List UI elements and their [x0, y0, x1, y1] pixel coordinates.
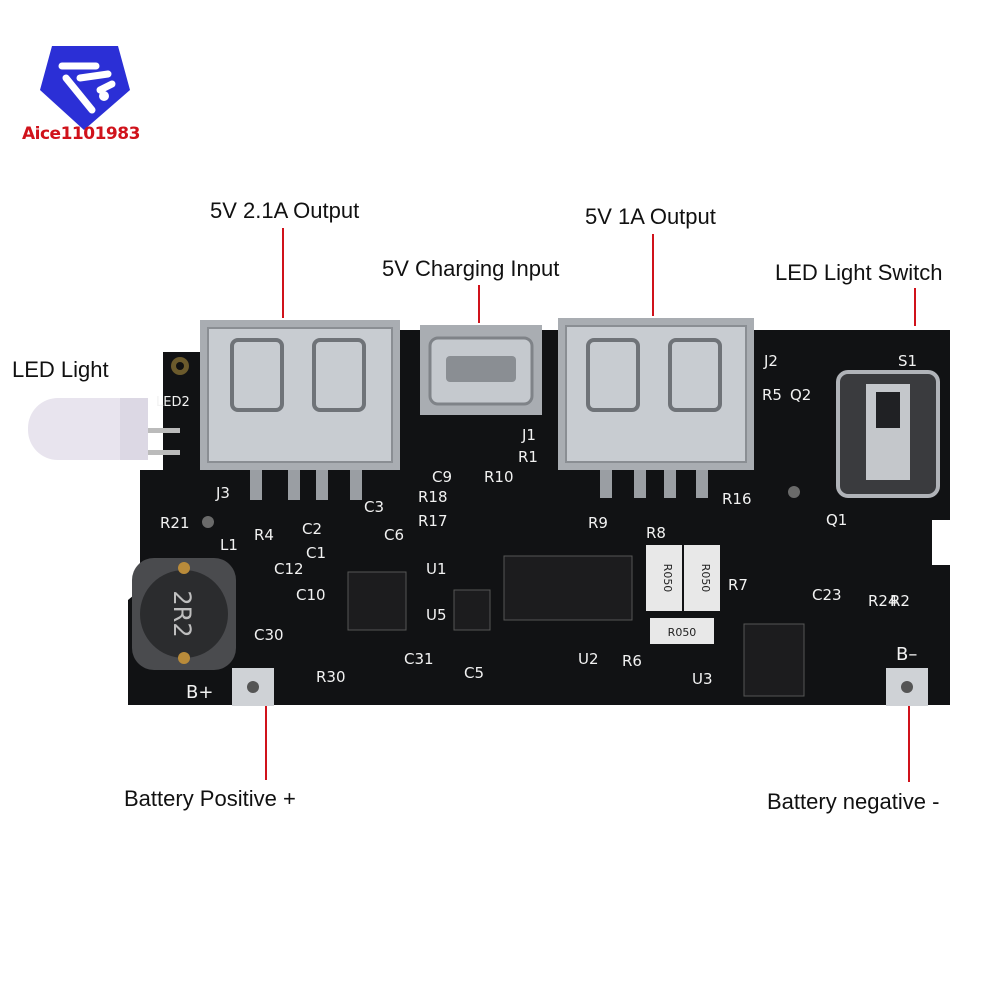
silk-c12: C12: [274, 560, 304, 578]
brand-logo-icon: [40, 46, 130, 130]
silk-r1: R1: [518, 448, 538, 466]
ic-u2: [503, 555, 633, 621]
silk-u5: U5: [426, 606, 447, 624]
usb-port-j3: [200, 320, 400, 500]
brand-logo: [22, 38, 162, 148]
silk-r17: R17: [418, 512, 448, 530]
silk-led2: LED2: [156, 395, 190, 410]
label-battery-positive: Battery Positive +: [124, 786, 296, 811]
silk-r30: R30: [316, 668, 346, 686]
mount-hole-right: [788, 486, 800, 498]
callout-line-usb-2a: [282, 228, 284, 318]
silk-c10: C10: [296, 586, 326, 604]
resistor-r6: R050: [650, 618, 714, 644]
silk-s1: S1: [898, 352, 917, 370]
silk-r7: R7: [728, 576, 748, 594]
silk-c5: C5: [464, 664, 484, 682]
callout-line-charging: [478, 285, 480, 323]
silk-c6: C6: [384, 526, 404, 544]
silk-r4: R4: [254, 526, 274, 544]
silk-bplus: B+: [186, 682, 213, 703]
silk-j1: J1: [521, 426, 536, 444]
silk-r5: R5: [762, 386, 782, 404]
silk-c31: C31: [404, 650, 434, 668]
silk-r2: R2: [890, 592, 910, 610]
silk-r10: R10: [484, 468, 514, 486]
ic-u1: [453, 589, 491, 631]
silk-u3: U3: [692, 670, 713, 688]
silk-c2: C2: [302, 520, 322, 538]
label-usb-1a-output: 5V 1A Output: [585, 204, 716, 229]
ic-u5: [347, 571, 407, 631]
label-charging-input: 5V Charging Input: [382, 256, 560, 281]
label-led-switch: LED Light Switch: [775, 260, 943, 285]
resistor-r7: R050: [684, 545, 720, 611]
svg-text:R050: R050: [661, 564, 674, 593]
silk-r8: R8: [646, 524, 666, 542]
callout-line-led-switch: [914, 288, 916, 326]
ic-u3: [743, 623, 805, 697]
label-battery-negative: Battery negative -: [767, 789, 940, 814]
callout-line-usb-1a: [652, 234, 654, 316]
silk-c9: C9: [432, 468, 452, 486]
label-led-light: LED Light: [12, 357, 109, 382]
silk-r16: R16: [722, 490, 752, 508]
usb-port-j2: [558, 318, 754, 498]
svg-text:R050: R050: [668, 626, 697, 639]
silk-r6: R6: [622, 652, 642, 670]
silk-c3: C3: [364, 498, 384, 516]
silk-r24: R24: [868, 592, 898, 610]
label-usb-2a-output: 5V 2.1A Output: [210, 198, 360, 223]
silk-r9: R9: [588, 514, 608, 532]
silk-c23: C23: [812, 586, 842, 604]
silk-q1: Q1: [826, 511, 847, 529]
silk-l1: L1: [220, 536, 238, 554]
inductor-l1: 2R2: [132, 558, 236, 670]
callout-line-battery-positive: [265, 700, 267, 780]
silk-q2: Q2: [790, 386, 811, 404]
led-light: [28, 398, 180, 460]
silk-j2: J2: [763, 352, 778, 370]
brand-name: Aice1101983: [22, 124, 140, 144]
silk-c1: C1: [306, 544, 326, 562]
micro-usb-port-j1: [420, 325, 542, 415]
silk-u1: U1: [426, 560, 447, 578]
silk-bminus: B–: [896, 644, 917, 665]
svg-text:R050: R050: [699, 564, 712, 593]
silk-r21: R21: [160, 514, 190, 532]
mount-hole-left: [202, 516, 214, 528]
silk-j3: J3: [215, 484, 230, 502]
callout-line-battery-negative: [908, 700, 910, 782]
silk-c30: C30: [254, 626, 284, 644]
silk-r18: R18: [418, 488, 448, 506]
led-switch-s1: [836, 370, 940, 498]
resistor-r8: R050: [646, 545, 682, 611]
svg-text:2R2: 2R2: [168, 590, 196, 637]
silk-u2: U2: [578, 650, 599, 668]
